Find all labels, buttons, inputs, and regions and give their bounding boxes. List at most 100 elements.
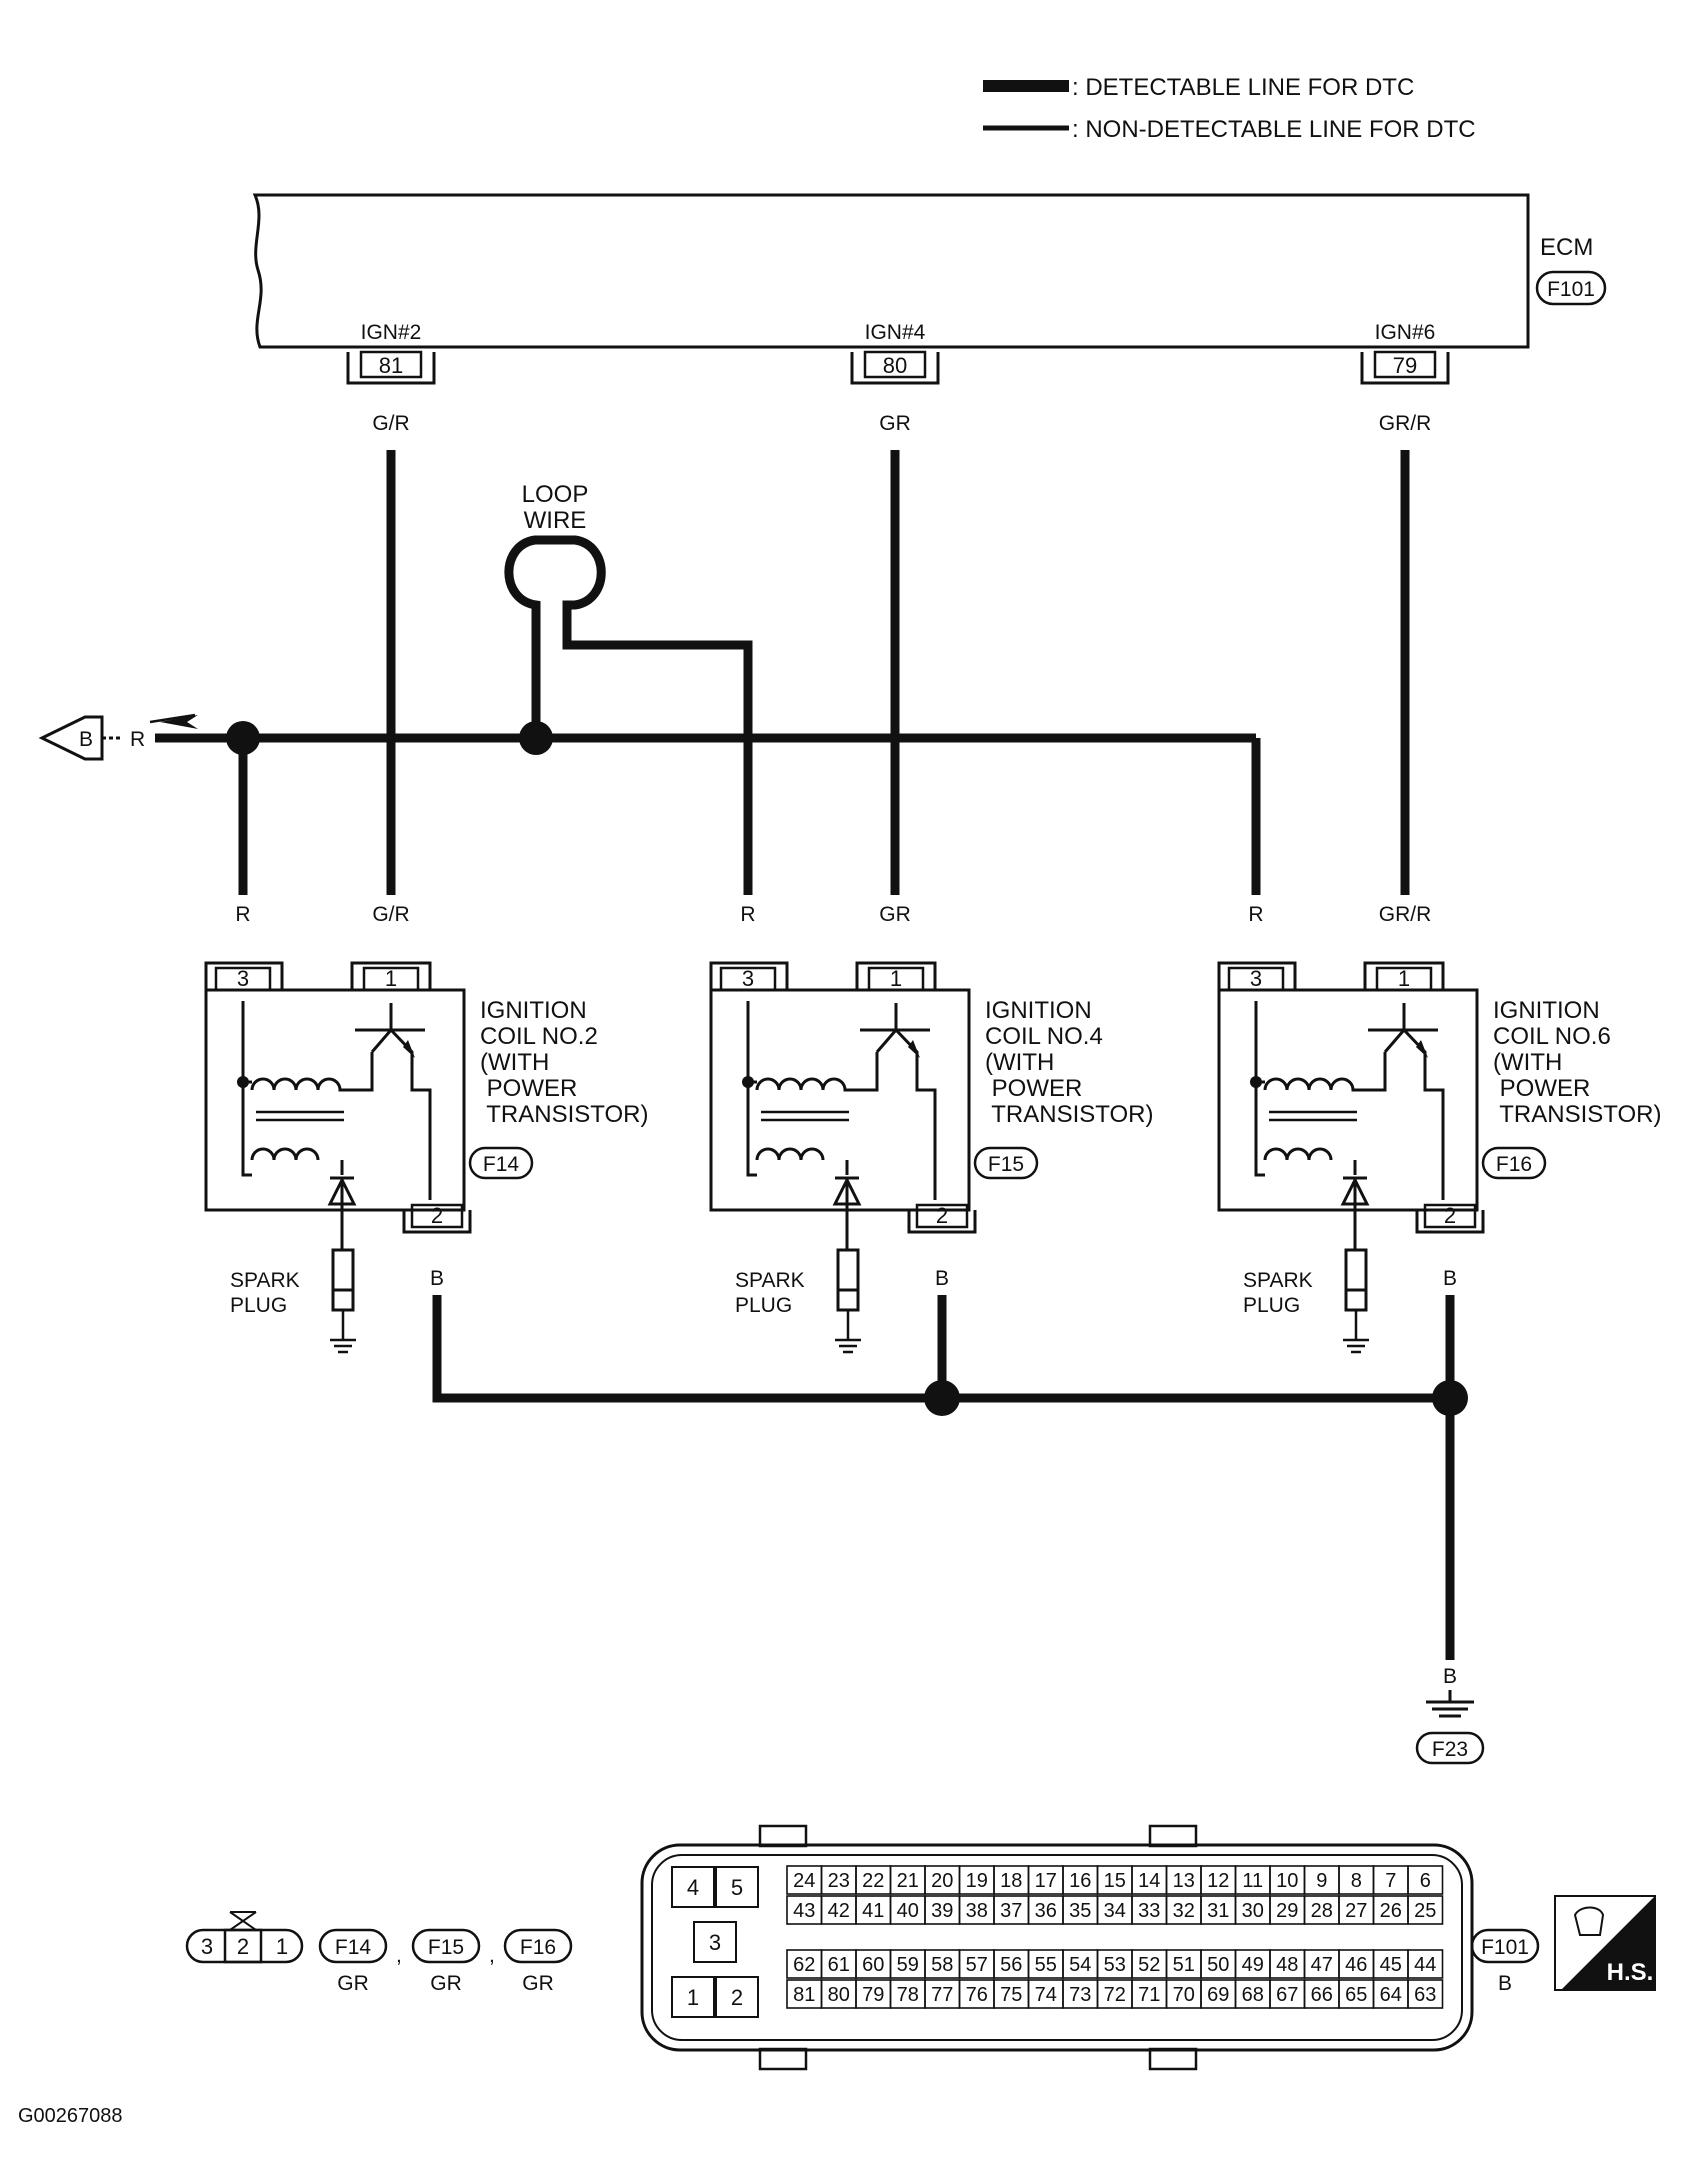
ecm-pin-number: 55 bbox=[1035, 1954, 1057, 1976]
coil-label: IGNITION bbox=[985, 997, 1092, 1024]
ecm-pin-number: 23 bbox=[828, 1870, 850, 1892]
splice-dot bbox=[924, 1380, 960, 1416]
ecm-pin-number: 47 bbox=[1311, 1954, 1333, 1976]
ignition-coil-no6: 3 1 2 IGNITION COIL NO.6 (WITH POWER TRA… bbox=[1217, 961, 1661, 1354]
ecm-terminal-name: IGN#6 bbox=[1375, 321, 1436, 344]
ecm-pin-number: 49 bbox=[1242, 1954, 1264, 1976]
power-transistor-icon bbox=[1368, 1003, 1445, 1200]
detectable-wires: G/R GR GR/R bbox=[372, 450, 1431, 926]
ecm-pin-number: 19 bbox=[966, 1870, 988, 1892]
spark-plug-icon bbox=[1344, 1248, 1368, 1292]
ecm-pin-number: 33 bbox=[1138, 1900, 1160, 1922]
coil-label: (WITH bbox=[1493, 1049, 1562, 1076]
ecm-pin-number: 80 bbox=[828, 1984, 850, 2006]
ecm-pin-number: 79 bbox=[862, 1984, 884, 2006]
coil-body bbox=[709, 988, 971, 1212]
ecm-pin-cell bbox=[1407, 1949, 1444, 1979]
ground-connector-id: F23 bbox=[1432, 1738, 1468, 1761]
ecm-pin-number: 59 bbox=[897, 1954, 919, 1976]
coil-label: POWER bbox=[1493, 1075, 1590, 1102]
ecm-pin-number: 13 bbox=[1173, 1870, 1195, 1892]
ecm-pin-number: 75 bbox=[1000, 1984, 1022, 2006]
wire-color-label: GR/R bbox=[1379, 412, 1432, 435]
coil-label: (WITH bbox=[985, 1049, 1054, 1076]
ecm-pin-number: 66 bbox=[1311, 1984, 1333, 2006]
ecm-pin-number: 17 bbox=[1035, 1870, 1057, 1892]
ecm-power-pin: 3 bbox=[709, 1930, 721, 1955]
legend-detectable-line bbox=[983, 80, 1069, 92]
coil-pin: 1 bbox=[890, 966, 902, 991]
ecm-power-cell bbox=[715, 1866, 759, 1908]
ecm-box: ECM F101 bbox=[252, 193, 1607, 349]
loop-wire-label: LOOP bbox=[522, 481, 589, 508]
spark-plug-label: PLUG bbox=[1243, 1294, 1300, 1317]
ecm-pin-number: 72 bbox=[1104, 1984, 1126, 2006]
ecm-pin-number: 7 bbox=[1385, 1870, 1396, 1892]
connector-color: GR bbox=[430, 1972, 462, 1995]
connector-ref-id: F15 bbox=[428, 1936, 464, 1959]
legend-non-detectable-text: : NON-DETECTABLE LINE FOR DTC bbox=[1072, 116, 1476, 143]
ignition-coil-no2: 3 1 2 IGNITION COIL NO.2 (WITH POWER TRA… bbox=[204, 961, 648, 1354]
ecm-pin-number: 78 bbox=[897, 1984, 919, 2006]
ecm-power-pin: 1 bbox=[687, 1985, 699, 2010]
ecm-pin-number: 26 bbox=[1380, 1900, 1402, 1922]
ecm-pin-number: 64 bbox=[1380, 1984, 1402, 2006]
ecm-pin-number: 51 bbox=[1173, 1954, 1195, 1976]
spark-plug-label: SPARK bbox=[1243, 1269, 1313, 1292]
ecm-pin-number: 20 bbox=[931, 1870, 953, 1892]
coil-pin: 2 bbox=[1444, 1203, 1456, 1228]
connector-ref-id: F16 bbox=[520, 1936, 556, 1959]
ecm-pin-number: 22 bbox=[862, 1870, 884, 1892]
ecm-pin-number: 54 bbox=[1069, 1954, 1091, 1976]
coil-pin: 1 bbox=[385, 966, 397, 991]
ecm-pin-number: 16 bbox=[1069, 1870, 1091, 1892]
ecm-terminal-81: IGN#2 81 G/R bbox=[346, 321, 436, 435]
ecm-pin-number: 57 bbox=[966, 1954, 988, 1976]
power-transistor-icon bbox=[355, 1003, 432, 1200]
ecm-terminal-name: IGN#4 bbox=[865, 321, 926, 344]
ecm-pin-number: 15 bbox=[1104, 1870, 1126, 1892]
coil-label: TRANSISTOR) bbox=[480, 1101, 648, 1128]
ecm-pin-number: 34 bbox=[1104, 1900, 1126, 1922]
wire-color-label: GR/R bbox=[1379, 903, 1432, 926]
ecm-pin-number: 25 bbox=[1414, 1900, 1436, 1922]
ecm-pin-number: 65 bbox=[1345, 1984, 1367, 2006]
loop-wire: LOOP WIRE bbox=[504, 481, 753, 895]
ecm-pin-number: 40 bbox=[897, 1900, 919, 1922]
ecm-pin-number: 68 bbox=[1242, 1984, 1264, 2006]
ecm-pin-number: 28 bbox=[1311, 1900, 1333, 1922]
ground-icon bbox=[835, 1310, 861, 1354]
ecm-pin-number: 12 bbox=[1207, 1870, 1229, 1892]
ecm-pin-number: 32 bbox=[1173, 1900, 1195, 1922]
coil-pin: 3 bbox=[742, 966, 754, 991]
wire-color-label: B bbox=[430, 1267, 444, 1290]
ecm-terminal-80: IGN#4 80 GR bbox=[850, 321, 940, 435]
ecm-pin-number: 21 bbox=[897, 1870, 919, 1892]
ecm-pin-number: 38 bbox=[966, 1900, 988, 1922]
spark-plug-label: SPARK bbox=[735, 1269, 805, 1292]
ecm-pin-number: 50 bbox=[1207, 1954, 1229, 1976]
spark-plug-label: PLUG bbox=[735, 1294, 792, 1317]
ecm-pin-number: 6 bbox=[1420, 1870, 1431, 1892]
loop-wire-label: WIRE bbox=[524, 507, 587, 534]
ecm-connector-id: F101 bbox=[1547, 278, 1595, 301]
ecm-pin-number: 46 bbox=[1345, 1954, 1367, 1976]
ecm-pin-number: 35 bbox=[1069, 1900, 1091, 1922]
coil-connector-face: 3 2 1 F14 , GR F15 , GR F16 GR bbox=[185, 1911, 573, 1995]
coil-pin: 1 bbox=[1398, 966, 1410, 991]
ecm-pin-number: 14 bbox=[1138, 1870, 1160, 1892]
source-connector-label: B bbox=[79, 728, 93, 751]
ecm-pin-number: 27 bbox=[1345, 1900, 1367, 1922]
coil-body bbox=[204, 988, 466, 1212]
ground-icon bbox=[1426, 1700, 1474, 1718]
ecm-pin-number: 37 bbox=[1000, 1900, 1022, 1922]
ecm-pin-number: 42 bbox=[828, 1900, 850, 1922]
ecm-pin-cell bbox=[1407, 1865, 1444, 1895]
wire-color-label: G/R bbox=[372, 412, 409, 435]
diode-icon bbox=[1340, 1176, 1370, 1250]
ground-icon bbox=[1343, 1310, 1369, 1354]
ecm-pin-number: 62 bbox=[793, 1954, 815, 1976]
wire-color-label: R bbox=[235, 903, 250, 926]
coil-connector-id: F15 bbox=[988, 1153, 1024, 1176]
separator: , bbox=[489, 1944, 495, 1967]
